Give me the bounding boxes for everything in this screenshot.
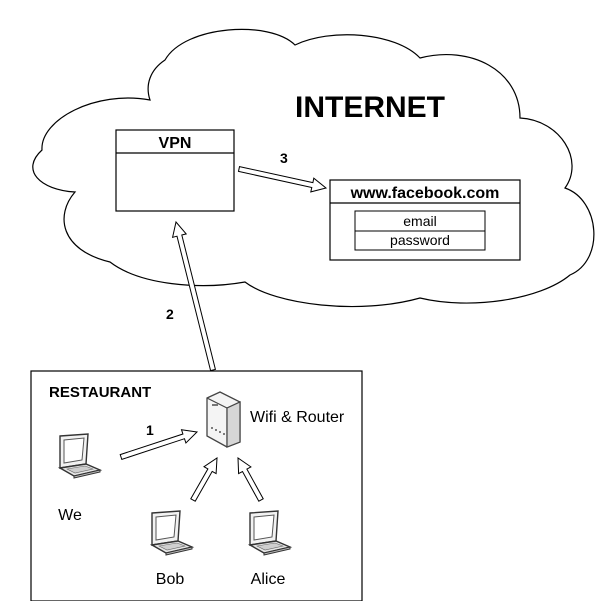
router-label: Wifi & Router — [250, 409, 345, 426]
password-field-label: password — [390, 232, 450, 248]
bob-label: Bob — [156, 571, 185, 588]
alice-label: Alice — [251, 571, 286, 588]
step-number-1: 1 — [146, 422, 154, 438]
arrow-step-1 — [119, 429, 199, 461]
we-label: We — [58, 507, 82, 524]
step-number-3: 3 — [280, 150, 288, 166]
step-number-2: 2 — [166, 306, 174, 322]
arrows-layer — [119, 166, 328, 502]
arrow-step-3 — [237, 166, 328, 193]
restaurant-label: RESTAURANT — [49, 384, 151, 401]
restaurant-box — [30, 370, 363, 601]
facebook-label: www.facebook.com — [350, 185, 500, 202]
vpn-box: VPN — [115, 129, 235, 212]
password-field — [354, 230, 486, 251]
internet-title: INTERNET — [295, 91, 445, 124]
email-field-label: email — [403, 213, 436, 229]
router-icon — [206, 391, 241, 448]
vpn-label: VPN — [159, 135, 192, 152]
facebook-box: www.facebook.com email password — [329, 179, 521, 261]
arrow-bob-to-router — [190, 457, 218, 502]
arrow-alice-to-router — [237, 457, 264, 502]
arrow-step-2 — [171, 220, 217, 372]
